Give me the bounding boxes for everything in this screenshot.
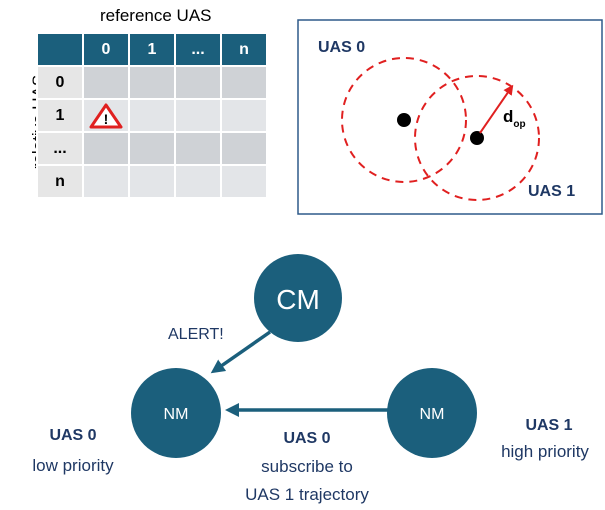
cm-node-label: CM: [276, 284, 320, 315]
edge-line2: UAS 1 trajectory: [245, 485, 369, 504]
nm-right-label: NM: [420, 406, 445, 423]
uas1-priority: high priority: [501, 442, 589, 461]
warning-triangle-icon: !: [89, 103, 123, 128]
distance-label-main: d: [503, 107, 513, 126]
matrix-cell: [128, 164, 176, 199]
warning-glyph: !: [104, 111, 109, 127]
alert-cell: !: [82, 98, 130, 133]
uas1-name: UAS 1: [525, 417, 572, 434]
proximity-uas1-label: UAS 1: [528, 183, 575, 200]
uas1-position-dot: [470, 131, 484, 145]
matrix-cell: [220, 65, 268, 100]
matrix-cell: [220, 131, 268, 166]
matrix-cell: [174, 98, 222, 133]
matrix-cell: [174, 65, 222, 100]
row-header: n: [36, 164, 84, 199]
alert-label: ALERT!: [168, 326, 224, 343]
matrix-cell: [82, 164, 130, 199]
nm-left-node: [131, 368, 221, 458]
matrix-cell: [220, 98, 268, 133]
col-header: n: [220, 32, 268, 67]
col-header: 1: [128, 32, 176, 67]
distance-label-sub: op: [513, 119, 525, 130]
edge-line1: subscribe to: [261, 457, 353, 476]
uas1-separation-circle: [414, 75, 540, 201]
col-header: 0: [82, 32, 130, 67]
proximity-uas0-label: UAS 0: [318, 39, 365, 56]
conflict-matrix: 0 1 ... n 0 1 ! ... n: [36, 32, 268, 199]
uas0-priority: low priority: [32, 456, 114, 475]
matrix-corner: [36, 32, 84, 67]
row-header: ...: [36, 131, 84, 166]
uas0-name: UAS 0: [49, 427, 96, 444]
proximity-panel: [297, 19, 603, 215]
matrix-cell: [82, 131, 130, 166]
matrix-cell: [174, 131, 222, 166]
matrix-cell: [128, 131, 176, 166]
nm-right-node: [387, 368, 477, 458]
matrix-cell: [128, 98, 176, 133]
matrix-cell: [82, 65, 130, 100]
distance-label: dop: [503, 107, 526, 130]
uas0-separation-circle: [341, 57, 467, 183]
edge-title: UAS 0: [283, 430, 330, 447]
cm-node: [254, 254, 342, 342]
nm-left-label: NM: [164, 406, 189, 423]
matrix-cell: [220, 164, 268, 199]
matrix-cell: [128, 65, 176, 100]
distance-arrow: [479, 84, 514, 134]
uas0-position-dot: [397, 113, 411, 127]
matrix-cell: [174, 164, 222, 199]
col-header: ...: [174, 32, 222, 67]
cm-to-nm-alert-edge: [210, 330, 272, 374]
row-header: 1: [36, 98, 84, 133]
matrix-title: reference UAS: [100, 6, 212, 25]
row-header: 0: [36, 65, 84, 100]
